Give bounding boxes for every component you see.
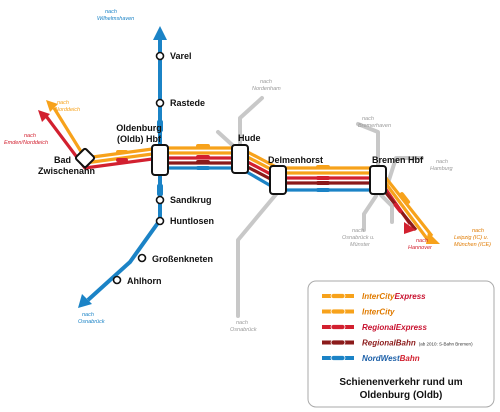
- arrow-hannover: [404, 222, 416, 234]
- hub-delmenhorst[interactable]: [269, 165, 287, 195]
- label-varel: Varel: [170, 51, 192, 61]
- dir-hamburg-2: Hamburg: [430, 166, 454, 172]
- line-bremen-hannover-grey: [378, 192, 394, 224]
- dir-osnabrueck-grey-2: Osnabrück: [230, 327, 257, 333]
- dir-bremerhaven-2: Bremerhaven: [358, 123, 391, 129]
- dir-emden-2: Emden/Norddeich: [4, 140, 48, 146]
- badge-ice-1: [196, 144, 210, 148]
- dir-osnabrueck-1: nach: [82, 312, 94, 318]
- dir-leipzig-2: Leipzig (IC) u.: [454, 235, 488, 241]
- dir-norddeich-2: Norddeich: [55, 107, 80, 113]
- dir-nordenham-1: nach: [260, 79, 272, 85]
- legend-title-1: Schienenverkehr rund um: [339, 377, 462, 388]
- arrow-wilhelmshaven: [153, 26, 167, 40]
- label-ahlhorn: Ahlhorn: [127, 276, 162, 286]
- dir-hannover-1: nach: [416, 238, 428, 244]
- legend-label: InterCity: [362, 308, 395, 317]
- label-delmenhorst: Delmenhorst: [268, 155, 323, 165]
- dir-muenster-1: nach: [352, 228, 364, 234]
- small-stations: [112, 51, 165, 285]
- stop-ahlhorn[interactable]: [112, 275, 122, 285]
- legend-badge: [330, 324, 346, 330]
- legend-item: RegionalBahn(ab 2010: S-Bahn Bremen): [322, 339, 473, 348]
- stop-varel[interactable]: [155, 51, 165, 61]
- line-delmenhorst-osnabrueck: [236, 190, 280, 318]
- line-bremen-muenster: [362, 194, 378, 232]
- legend-box: [307, 280, 495, 408]
- label-bad-1: Bad: [54, 155, 71, 165]
- line-bremen-hamburg: [386, 156, 424, 185]
- legend-title-2: Oldenburg (Oldb): [360, 390, 443, 401]
- legend-label: InterCityExpress: [362, 292, 426, 301]
- dir-nordenham-2: Nordenham: [252, 86, 281, 92]
- label-bad-2: Zwischenahn: [38, 166, 95, 176]
- dir-osnabrueck-grey-1: nach: [236, 320, 248, 326]
- dir-emden-1: nach: [24, 133, 36, 139]
- legend-badge: [330, 355, 346, 361]
- badge-ice-west: [116, 150, 128, 154]
- legend-item: RegionalExpress: [322, 323, 427, 332]
- legend-item: NordWestBahn: [322, 354, 420, 363]
- badge-re-se: [393, 202, 403, 214]
- dir-leipzig-1: nach: [472, 228, 484, 234]
- badge-re-2: [316, 176, 330, 180]
- label-oldenburg-1: Oldenburg: [116, 123, 162, 133]
- legend-label: RegionalExpress: [362, 323, 427, 332]
- hub-bad-zwischenahn[interactable]: [74, 147, 96, 169]
- label-huntlosen: Huntlosen: [170, 216, 214, 226]
- badge-re-west: [116, 158, 128, 162]
- label-grossenkneten: Großenkneten: [152, 254, 213, 264]
- legend-item: InterCityExpress: [322, 292, 426, 301]
- badge-nwb-2: [316, 188, 330, 192]
- legend: InterCityExpressInterCityRegionalExpress…: [307, 280, 495, 408]
- badge-rb-1: [196, 160, 210, 164]
- legend-badge: [330, 308, 346, 315]
- arrow-osnabrueck: [78, 294, 92, 308]
- dir-osnabrueck-2: Osnabrück: [78, 319, 105, 325]
- dir-hamburg-1: nach: [436, 159, 448, 165]
- label-sandkrug: Sandkrug: [170, 195, 212, 205]
- dir-hannover-2: Hannover: [408, 245, 433, 251]
- corridor-red: [44, 115, 412, 225]
- stop-rastede[interactable]: [155, 98, 165, 108]
- arrow-emden: [38, 110, 50, 122]
- badge-nwb-south: [157, 184, 163, 196]
- hub-hude[interactable]: [231, 144, 249, 174]
- hub-oldenburg[interactable]: [151, 144, 169, 176]
- corridor-badges: [116, 120, 411, 214]
- legend-badge: [330, 293, 346, 299]
- badge-nwb-1: [196, 166, 210, 170]
- arrow-leipzig: [426, 232, 440, 244]
- dir-muenster-2: Osnabrück u.: [342, 235, 375, 241]
- line-bremen-bremerhaven: [356, 122, 380, 170]
- hub-bremen[interactable]: [369, 165, 387, 195]
- dir-bremerhaven-1: nach: [362, 116, 374, 122]
- dir-norddeich-1: nach: [57, 100, 69, 106]
- hub-stations: [74, 144, 387, 195]
- label-bremen: Bremen Hbf: [372, 155, 424, 165]
- stop-grossenkneten[interactable]: [137, 253, 147, 263]
- legend-item: InterCity: [322, 308, 395, 317]
- dir-wilhelmshaven-2: Wilhelmshaven: [97, 16, 134, 22]
- dir-leipzig-3: München (ICE): [454, 242, 491, 248]
- legend-label: NordWestBahn: [362, 354, 420, 363]
- badge-re-1: [196, 155, 210, 159]
- stop-huntlosen[interactable]: [155, 216, 165, 226]
- legend-badge: [330, 339, 346, 346]
- badge-ice-se: [399, 192, 411, 204]
- arrow-norddeich: [46, 100, 58, 112]
- stop-sandkrug[interactable]: [155, 195, 165, 205]
- label-oldenburg-2: (Oldb) Hbf: [117, 134, 162, 144]
- badge-nwb-north: [157, 120, 163, 132]
- dir-muenster-3: Münster: [350, 242, 371, 248]
- dir-wilhelmshaven-1: nach: [105, 9, 117, 15]
- label-rastede: Rastede: [170, 98, 205, 108]
- legend-label: RegionalBahn(ab 2010: S-Bahn Bremen): [362, 339, 473, 348]
- label-hude: Hude: [238, 133, 261, 143]
- badge-rb-2: [316, 181, 330, 185]
- badge-ice-2: [316, 165, 330, 169]
